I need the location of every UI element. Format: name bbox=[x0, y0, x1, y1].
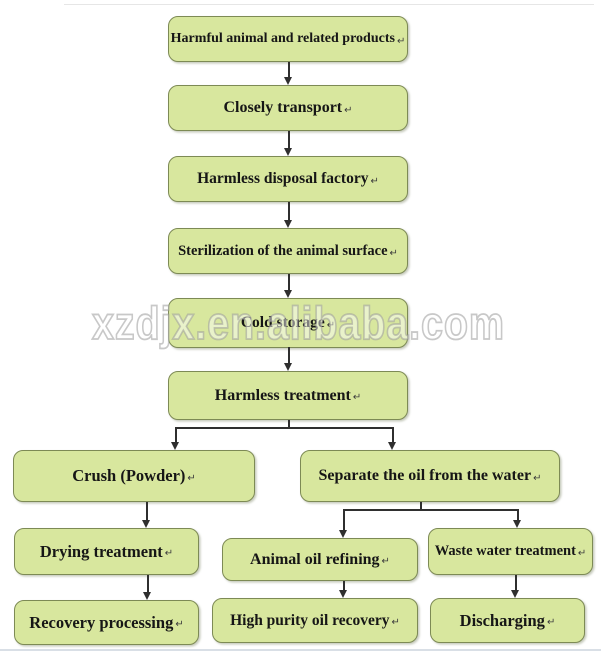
connector-drying-recovery-line bbox=[147, 575, 149, 593]
connector-wastewater-discharging-line bbox=[515, 575, 517, 591]
node-closely-transport: Closely transport↵ bbox=[168, 85, 408, 131]
paragraph-return-mark: ↵ bbox=[164, 548, 174, 559]
branch-2-stub-line bbox=[420, 502, 422, 510]
bottom-border-line bbox=[0, 649, 601, 651]
node-cold-storage: Cold storage↵ bbox=[168, 298, 408, 348]
node-label: Sterilization of the animal surface bbox=[178, 242, 388, 259]
node-label: Harmless disposal factory bbox=[197, 170, 369, 187]
node-crush-powder: Crush (Powder)↵ bbox=[13, 450, 255, 502]
node-harmful-products: Harmful animal and related products↵ bbox=[168, 16, 408, 62]
connector-refining-highpurity-line bbox=[343, 581, 345, 591]
connector-1-arrowhead-icon bbox=[284, 77, 292, 85]
connector-5-line bbox=[288, 347, 290, 364]
connector-4-arrowhead-icon bbox=[284, 290, 292, 298]
node-harmless-treatment: Harmless treatment↵ bbox=[168, 371, 408, 420]
branch-1-left-line bbox=[175, 427, 177, 443]
node-label: Recovery processing bbox=[29, 612, 174, 632]
connector-crush-drying-arrowhead-icon bbox=[142, 520, 150, 528]
node-separate-oil-water: Separate the oil from the water↵ bbox=[300, 450, 560, 502]
paragraph-return-mark: ↵ bbox=[391, 617, 400, 628]
branch-2-horizontal-line bbox=[343, 509, 518, 511]
node-disposal-factory: Harmless disposal factory↵ bbox=[168, 156, 408, 202]
paragraph-return-mark: ↵ bbox=[396, 35, 406, 47]
branch-1-stub-line bbox=[288, 420, 290, 428]
branch-2-right-arrowhead-icon bbox=[513, 520, 521, 528]
node-discharging: Discharging↵ bbox=[430, 598, 585, 643]
paragraph-return-mark: ↵ bbox=[187, 472, 196, 484]
node-label: High purity oil recovery bbox=[230, 611, 390, 629]
paragraph-return-mark: ↵ bbox=[577, 548, 587, 559]
paragraph-return-mark: ↵ bbox=[546, 617, 556, 628]
paragraph-return-mark: ↵ bbox=[352, 392, 362, 403]
connector-wastewater-discharging-arrowhead-icon bbox=[511, 590, 519, 598]
paragraph-return-mark: ↵ bbox=[381, 556, 390, 567]
paragraph-return-mark: ↵ bbox=[533, 472, 542, 484]
top-border-line bbox=[64, 4, 594, 5]
connector-3-line bbox=[288, 202, 290, 221]
node-label: Harmless treatment bbox=[214, 386, 351, 404]
connector-2-line bbox=[288, 131, 290, 149]
node-high-purity-oil-recovery: High purity oil recovery↵ bbox=[212, 598, 418, 643]
node-label: Discharging bbox=[459, 610, 545, 630]
connector-4-line bbox=[288, 274, 290, 291]
node-label: Animal oil refining bbox=[250, 550, 380, 568]
paragraph-return-mark: ↵ bbox=[370, 175, 379, 187]
node-label: Drying treatment bbox=[39, 541, 163, 561]
node-label: Waste water treatment bbox=[434, 543, 576, 559]
branch-2-left-arrowhead-icon bbox=[339, 530, 347, 538]
node-waste-water-treatment: Waste water treatment↵ bbox=[428, 528, 593, 575]
branch-1-right-line bbox=[392, 427, 394, 443]
paragraph-return-mark: ↵ bbox=[389, 247, 398, 259]
connector-1-line bbox=[288, 62, 290, 78]
node-label: Crush (Powder) bbox=[72, 466, 186, 485]
connector-3-arrowhead-icon bbox=[284, 220, 292, 228]
paragraph-return-mark: ↵ bbox=[175, 619, 184, 630]
branch-1-right-arrowhead-icon bbox=[388, 442, 396, 450]
connector-refining-highpurity-arrowhead-icon bbox=[339, 590, 347, 598]
paragraph-return-mark: ↵ bbox=[326, 319, 336, 331]
connector-drying-recovery-arrowhead-icon bbox=[143, 592, 151, 600]
node-label: Separate the oil from the water bbox=[318, 467, 532, 484]
node-label: Harmful animal and related products bbox=[170, 31, 395, 46]
node-drying-treatment: Drying treatment↵ bbox=[14, 528, 199, 575]
node-label: Cold storage bbox=[240, 314, 325, 331]
branch-2-right-line bbox=[517, 509, 519, 521]
connector-2-arrowhead-icon bbox=[284, 148, 292, 156]
branch-1-left-arrowhead-icon bbox=[171, 442, 179, 450]
connector-5-arrowhead-icon bbox=[284, 363, 292, 371]
node-label: Closely transport bbox=[223, 99, 343, 116]
node-animal-oil-refining: Animal oil refining↵ bbox=[222, 538, 418, 581]
paragraph-return-mark: ↵ bbox=[344, 104, 353, 116]
node-sterilization: Sterilization of the animal surface↵ bbox=[168, 228, 408, 274]
node-recovery-processing: Recovery processing↵ bbox=[14, 600, 199, 645]
connector-crush-drying-line bbox=[146, 502, 148, 521]
branch-2-left-line bbox=[343, 509, 345, 531]
branch-1-horizontal-line bbox=[175, 427, 393, 429]
